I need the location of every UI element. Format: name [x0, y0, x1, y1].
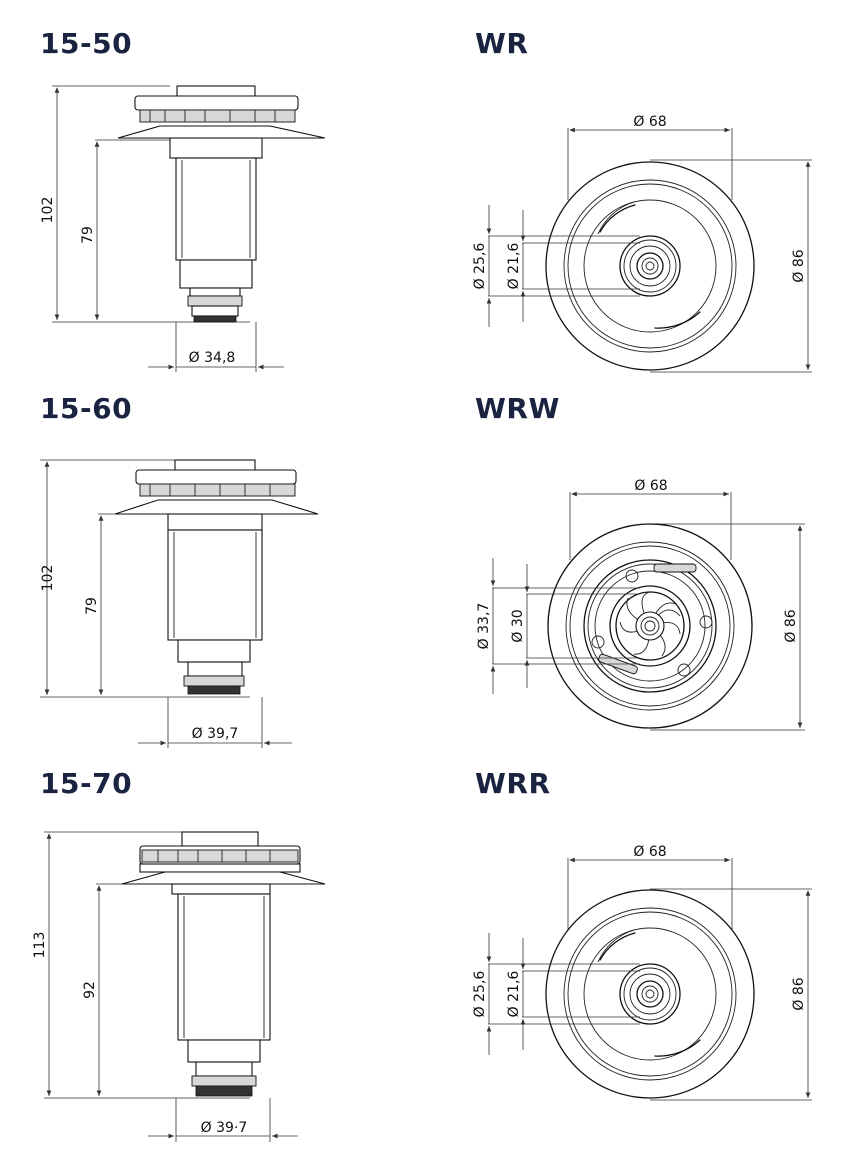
dim-15-60-height-total: 102	[40, 565, 56, 592]
title-wr: WR	[475, 27, 529, 60]
title-wrw: WRW	[475, 392, 560, 425]
dim-wrw-bore-diameter: Ø 30	[510, 609, 526, 642]
side-view-15-50	[52, 85, 326, 372]
dim-wrr-bore-diameter: Ø 21,6	[506, 971, 522, 1018]
dim-wr-bore-diameter: Ø 21,6	[506, 243, 522, 290]
dim-wrr-inner-diameter: Ø 68	[633, 844, 666, 860]
dim-15-70-diameter: Ø 39·7	[201, 1120, 248, 1136]
title-15-50: 15-50	[40, 27, 133, 60]
dim-15-60-height-lower: 79	[84, 597, 100, 615]
title-wrr: WRR	[475, 767, 551, 800]
dim-wrr-hub-diameter: Ø 25,6	[472, 971, 488, 1018]
dim-wrr-outer-diameter: Ø 86	[791, 977, 807, 1010]
dim-15-70-height-total: 113	[32, 932, 48, 959]
side-view-15-70	[44, 831, 326, 1142]
face-view-wrw	[490, 491, 805, 731]
dim-15-50-height-lower: 79	[80, 226, 96, 244]
title-15-70: 15-70	[40, 767, 133, 800]
dim-wrw-outer-diameter: Ø 86	[783, 609, 799, 642]
dim-wrw-inner-diameter: Ø 68	[634, 478, 667, 494]
dim-wrw-hub-diameter: Ø 33,7	[476, 603, 492, 650]
face-view-wr	[486, 127, 812, 373]
title-15-60: 15-60	[40, 392, 133, 425]
dim-15-50-height-total: 102	[40, 197, 56, 224]
dim-wr-hub-diameter: Ø 25,6	[472, 243, 488, 290]
dim-15-70-height-lower: 92	[82, 981, 98, 999]
dim-wr-inner-diameter: Ø 68	[633, 114, 666, 130]
dim-15-60-diameter: Ø 39,7	[192, 726, 239, 742]
side-view-15-60	[40, 459, 319, 748]
dim-15-50-diameter: Ø 34,8	[189, 350, 236, 366]
dim-wr-outer-diameter: Ø 86	[791, 249, 807, 282]
face-view-wrr	[486, 857, 812, 1101]
